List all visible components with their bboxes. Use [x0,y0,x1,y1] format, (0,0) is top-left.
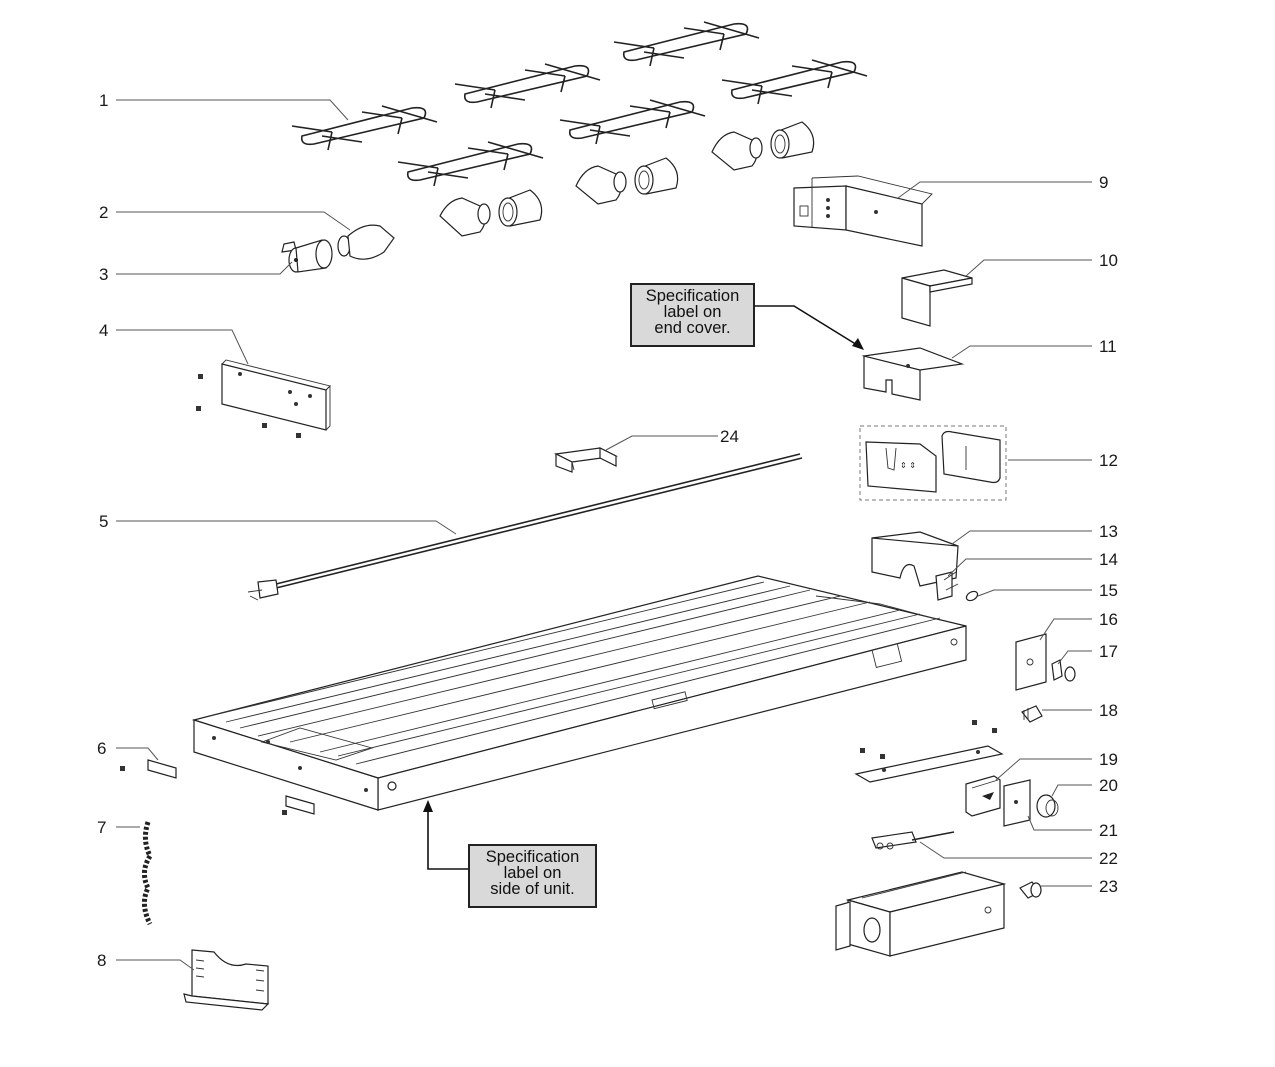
part-number: 11 [1099,337,1117,356]
small-bracket [553,447,619,473]
svg-text:⇕ ⇕: ⇕ ⇕ [900,461,916,470]
part-number: 4 [99,321,108,340]
access-panel [854,745,1004,783]
wire-element [291,105,438,151]
toggle-switch [935,571,959,601]
strain-relief [1021,705,1043,723]
wire-element [721,59,868,105]
part-number: 3 [99,265,108,284]
part-number: 1 [99,91,108,110]
leader-lines [116,99,1092,971]
part-number: 6 [97,739,106,758]
part-number: 24 [720,427,739,446]
lamp-socket [498,189,543,227]
lamp-shield [337,224,395,260]
callout-line: label on [663,303,722,321]
part-number: 5 [99,512,108,531]
knob [965,590,979,602]
terminal-block: ⇕ ⇕ [859,425,1007,501]
part-number: 13 [1099,522,1118,541]
part-number: 18 [1099,701,1118,720]
part-number: 10 [1099,251,1118,270]
end-plate [196,359,331,438]
control-bracket [793,175,933,247]
end-cover [861,347,965,401]
nut-fitting [1051,659,1076,682]
part-number: 20 [1099,776,1118,795]
part-number: 23 [1099,877,1118,896]
callout-side-of-unit: Specification label on side of unit. [468,844,597,908]
lamp-shield [711,131,763,171]
grommet [1019,881,1042,899]
part-number: 16 [1099,610,1118,629]
part-number: 7 [97,818,106,837]
lamp-socket [281,239,333,273]
part-number-labels: 1 2 3 4 5 6 7 8 9 10 11 12 13 14 15 16 1… [97,91,1118,970]
gasket-plate [1015,633,1047,691]
dial-knob [1036,794,1059,818]
part-number: 9 [1099,173,1108,192]
cover-plate [901,269,973,327]
part-number: 8 [97,951,106,970]
lamp-socket [634,157,679,195]
callout-line: label on [503,864,562,882]
part-number: 22 [1099,849,1118,868]
lamp-socket [770,121,815,159]
switch-cover [871,531,959,587]
part-number: 15 [1099,581,1118,600]
wire-element-group [291,21,868,187]
part-number: 19 [1099,750,1118,769]
callout-line: end cover. [654,319,731,337]
part-number: 14 [1099,550,1118,569]
lamp-shield [439,197,491,237]
callout-line: side of unit. [490,880,575,898]
thermostat [965,775,1001,817]
callout-end-cover: Specification label on end cover. [630,283,755,347]
wire-element [613,21,760,67]
lamp-shield-group [281,121,815,273]
part-number: 12 [1099,451,1118,470]
chain [142,821,153,926]
wire-element [454,63,601,109]
callout-line: Specification [645,287,740,305]
sensor-probe [871,831,955,850]
control-box [835,871,1007,957]
wire-element [397,141,544,187]
main-housing [191,575,967,811]
dial-plate [1003,779,1031,827]
callout-line: Specification [485,848,580,866]
clip-plate [120,759,315,815]
long-rod [247,453,803,601]
part-number: 2 [99,203,108,222]
wire-element [559,99,706,145]
mounting-bracket [183,949,270,1011]
lamp-shield [575,165,627,205]
part-number: 21 [1099,821,1118,840]
part-number: 17 [1099,642,1118,661]
